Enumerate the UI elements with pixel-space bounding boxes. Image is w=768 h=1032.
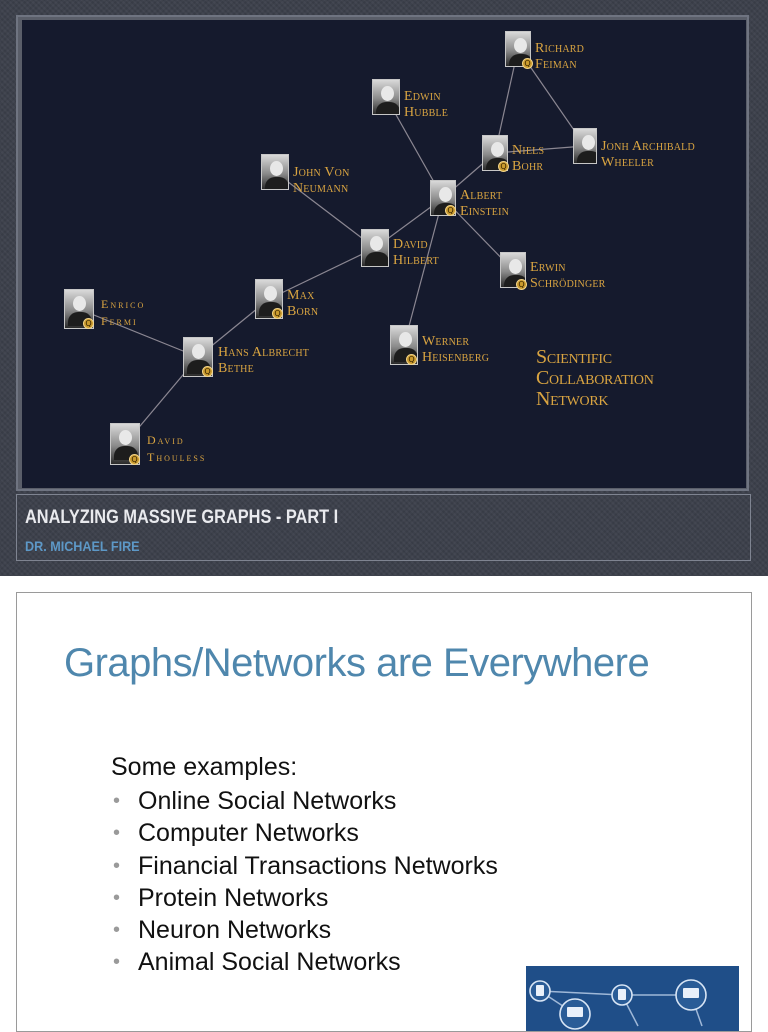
network-edge [268, 247, 376, 300]
list-item: •Protein Networks [113, 883, 329, 912]
nobel-badge-icon: Q [129, 454, 140, 465]
bullet-icon: • [113, 919, 121, 942]
computer-network-image [526, 966, 739, 1031]
nobel-badge-icon: Q [272, 308, 283, 319]
nobel-badge-icon: Q [406, 354, 417, 365]
slide-author: DR. MICHAEL FIRE [25, 538, 140, 554]
nobel-badge-icon: Q [83, 318, 94, 329]
computer-network-diagram [529, 979, 707, 1030]
slide-title: ANALYZING MASSIVE GRAPHS - PART I [25, 507, 339, 528]
bullet-icon: • [113, 951, 121, 974]
portrait-image [261, 154, 289, 190]
bullet-icon: • [113, 790, 121, 812]
nobel-badge-icon: Q [498, 161, 509, 172]
network-edge [494, 145, 586, 154]
list-item: •Online Social Networks [113, 787, 397, 815]
list-item: •Financial Transactions Networks [113, 851, 498, 880]
nobel-badge-icon: Q [202, 366, 213, 377]
network-edge [403, 197, 444, 346]
network-edge [78, 308, 199, 358]
slide-heading: Graphs/Networks are Everywhere [64, 641, 650, 685]
network-title: Scientific Collaboration Network [536, 346, 654, 410]
bullet-icon: • [113, 822, 121, 845]
portrait-image [372, 79, 400, 115]
nobel-badge-icon: Q [522, 58, 533, 69]
network-edge [274, 171, 376, 249]
slide-title-bar: ANALYZING MASSIVE GRAPHS - PART I DR. MI… [16, 494, 751, 561]
examples-list: •Online Social Networks •Computer Networ… [111, 785, 498, 979]
list-item: •Computer Networks [113, 819, 359, 848]
portrait-image [482, 135, 508, 171]
portrait-image [361, 229, 389, 267]
slide-thumbnail-2[interactable]: Graphs/Networks are Everywhere Some exam… [16, 592, 752, 1032]
portrait-image [573, 128, 597, 164]
list-item: •Neuron Networks [113, 916, 332, 945]
nobel-badge-icon: Q [516, 279, 527, 290]
nobel-badge-icon: Q [445, 205, 456, 216]
bullet-icon: • [113, 886, 121, 909]
examples-intro: Some examples: [111, 753, 298, 781]
bullet-icon: • [113, 854, 121, 877]
list-item: •Animal Social Networks [113, 948, 401, 977]
